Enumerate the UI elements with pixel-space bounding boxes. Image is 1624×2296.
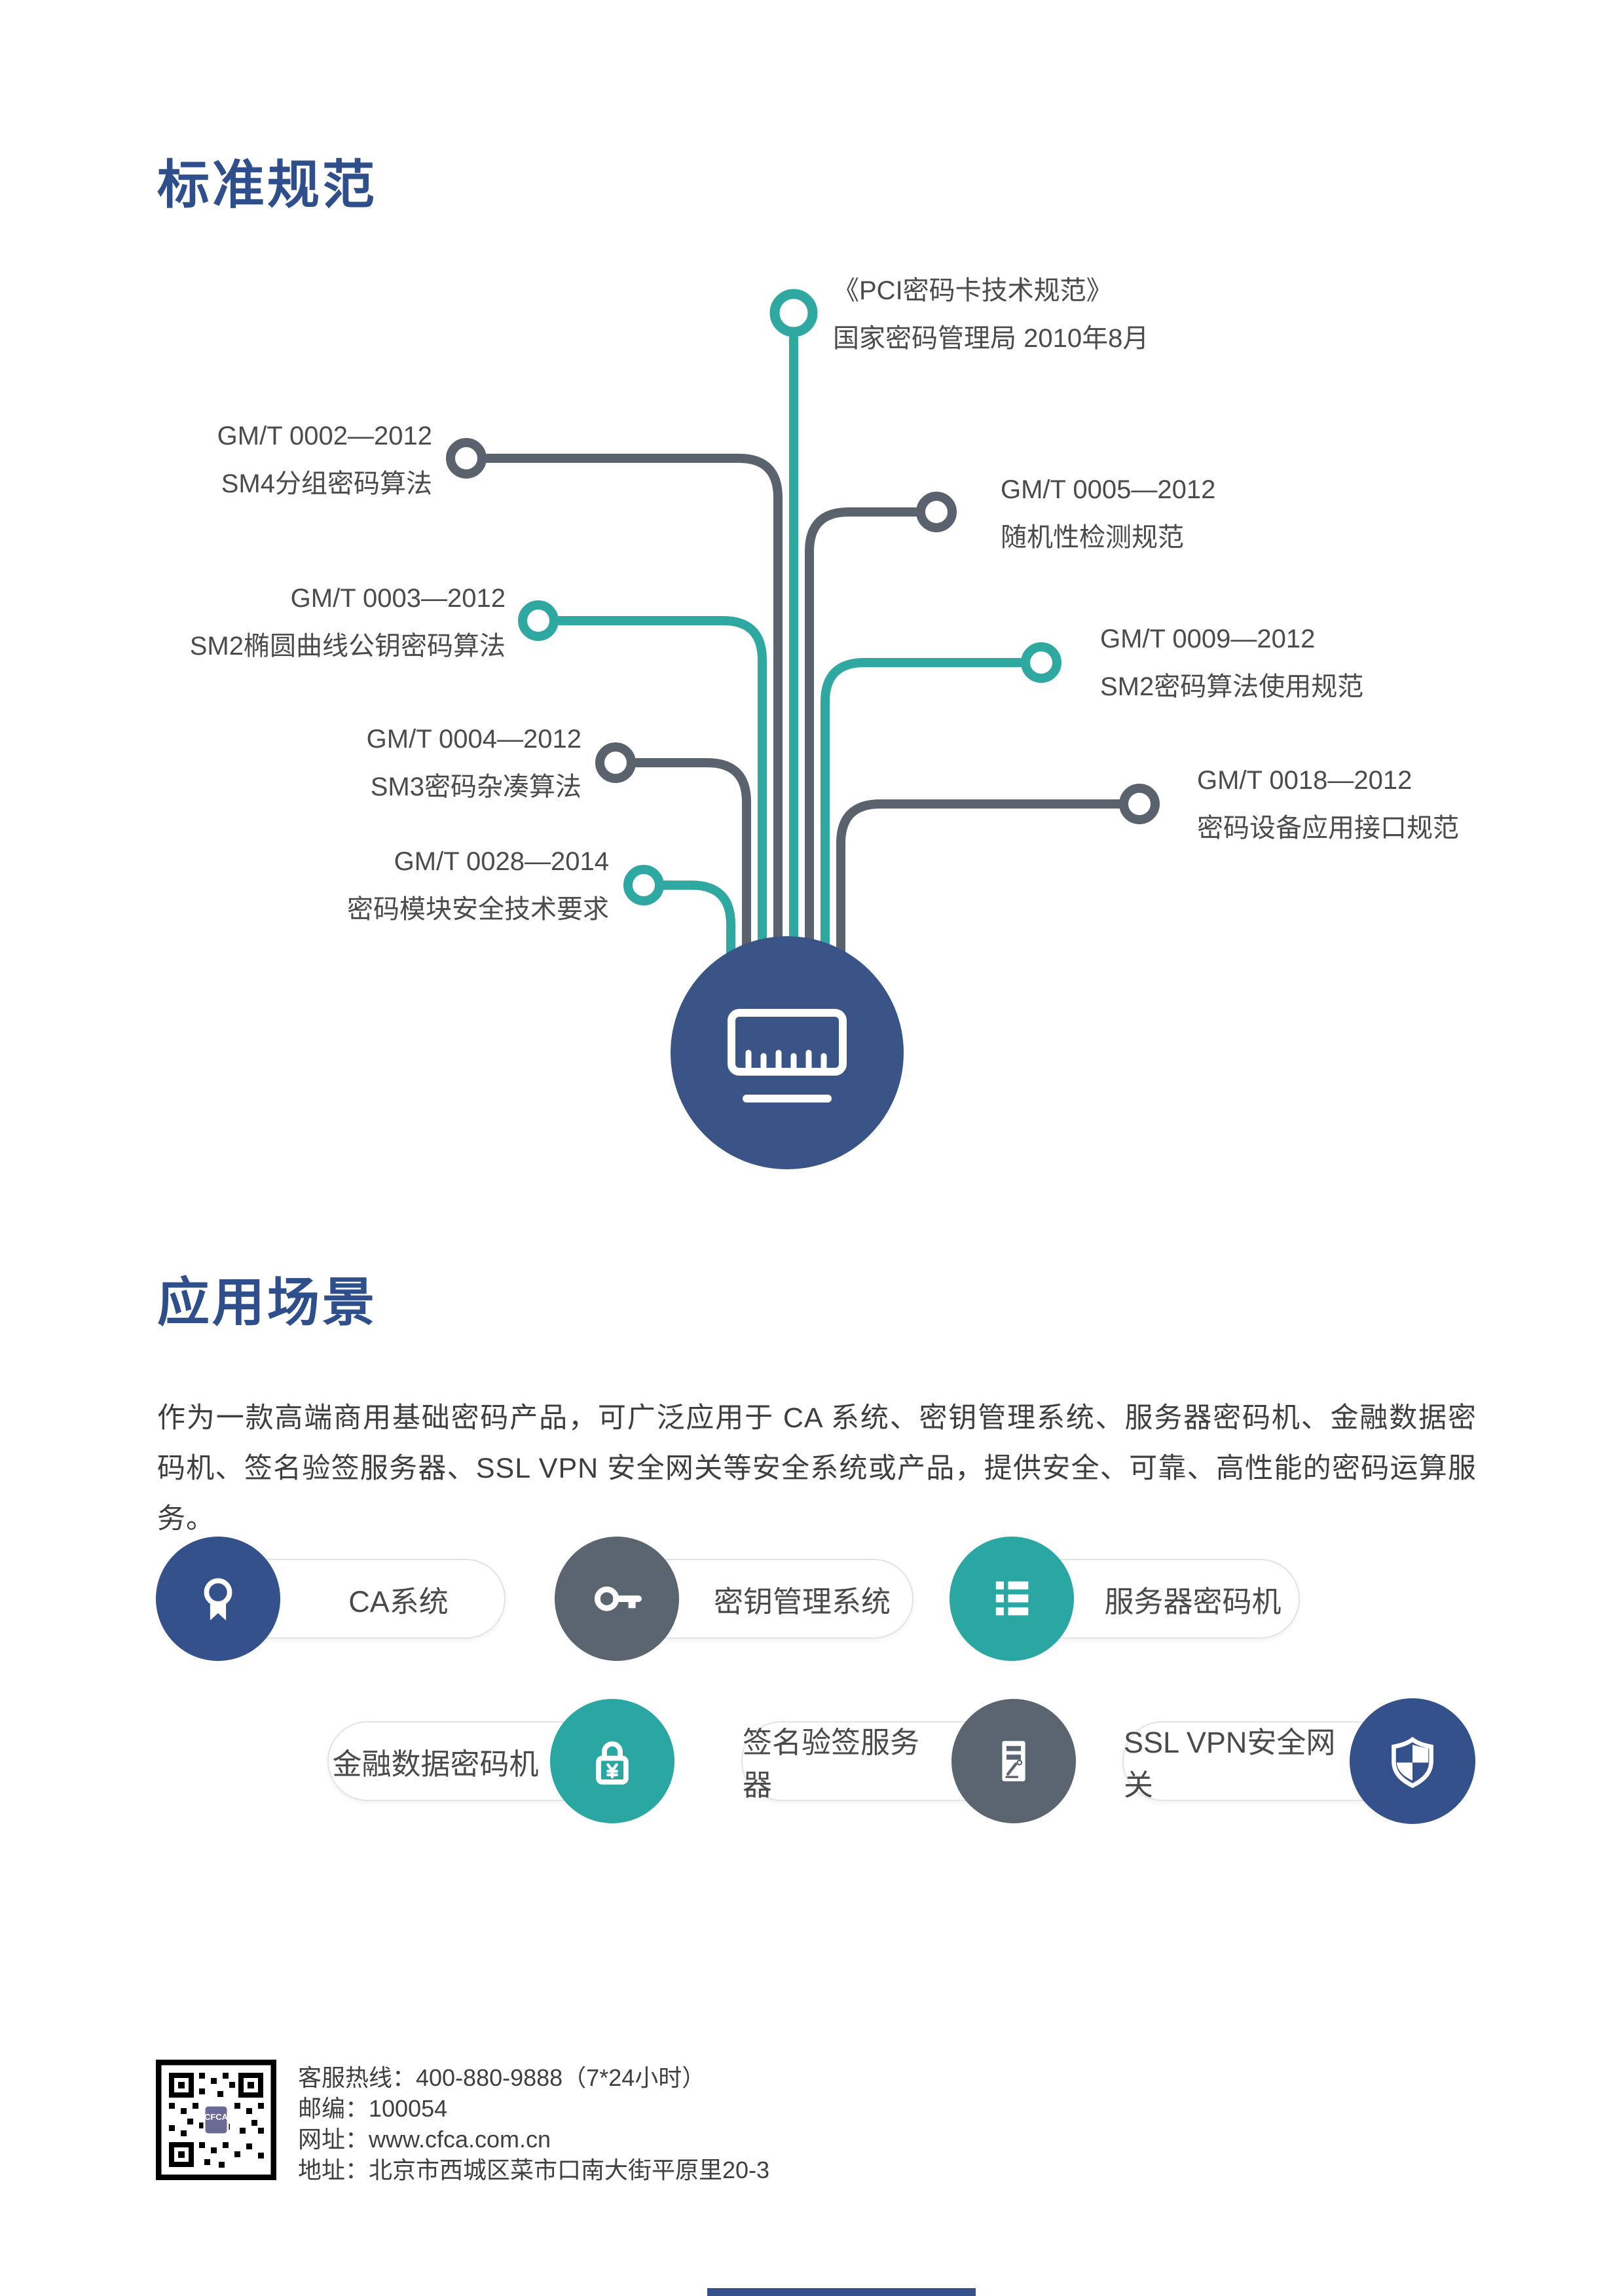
application-label: 服务器密码机	[1104, 1584, 1282, 1618]
standard-code: GM/T 0028—2014	[394, 847, 609, 876]
application-label: SSL VPN安全网关	[1124, 1726, 1336, 1802]
standard-label-gmt0018: GM/T 0018—2012 密码设备应用接口规范	[1197, 757, 1590, 852]
footer-website: 网址：www.cfca.com.cn	[298, 2126, 551, 2153]
footer-postcode: 邮编：100054	[298, 2095, 448, 2122]
application-label: 签名验签服务器	[743, 1726, 920, 1802]
standard-label-gmt0002: GM/T 0002—2012 SM4分组密码算法	[131, 412, 432, 508]
applications-section-title: 应用场景	[157, 1273, 377, 1332]
standard-name: 随机性检测规范	[1001, 523, 1184, 552]
standard-label-pci: 《PCI密码卡技术规范》 国家密码管理局 2010年8月	[833, 267, 1265, 363]
node-ring-gmt0002	[446, 438, 487, 479]
qr-center-logo-text: CFCA	[204, 2112, 229, 2122]
certificate-icon	[204, 1578, 232, 1620]
standard-code: GM/T 0004—2012	[366, 725, 581, 754]
footer-hotline: 客服热线：400-880-9888（7*24小时）	[298, 2064, 706, 2091]
standard-code: GM/T 0005—2012	[1001, 475, 1216, 504]
standard-name: 密码设备应用接口规范	[1197, 814, 1459, 843]
standard-name: 国家密码管理局 2010年8月	[833, 324, 1149, 353]
applications-description: 作为一款高端商用基础密码产品，可广泛应用于 CA 系统、密钥管理系统、服务器密码…	[157, 1402, 1477, 1535]
standard-name: SM4分组密码算法	[221, 469, 432, 498]
standard-label-gmt0004: GM/T 0004—2012 SM3密码杂凑算法	[223, 716, 581, 811]
node-ring-pci	[769, 289, 818, 337]
standard-label-gmt0009: GM/T 0009—2012 SM2密码算法使用规范	[1100, 615, 1493, 711]
standard-label-gmt0003: GM/T 0003—2012 SM2椭圆曲线公钥密码算法	[105, 575, 506, 670]
server-icon	[995, 1581, 1029, 1616]
cfca-qr-code: CFCA	[156, 2060, 276, 2180]
node-ring-gmt0003	[518, 600, 559, 641]
standard-code: GM/T 0009—2012	[1100, 625, 1316, 653]
standard-name: 密码模块安全技术要求	[347, 895, 609, 924]
shield-icon	[1392, 1736, 1433, 1789]
pci-card-icon	[728, 1009, 847, 1102]
node-ring-gmt0028	[623, 865, 664, 905]
standard-name: SM3密码杂凑算法	[370, 773, 581, 801]
central-hub-circle	[671, 936, 904, 1169]
footer-address: 地址：北京市西城区菜市口南大街平原里20-3	[298, 2157, 770, 2183]
standard-code: GM/T 0002—2012	[217, 422, 432, 450]
application-badge-financial-hsm	[550, 1699, 674, 1823]
application-badge-ssl-vpn	[1350, 1698, 1475, 1824]
lock-yuan-icon	[596, 1741, 629, 1785]
standard-label-gmt0028: GM/T 0028—2014 密码模块安全技术要求	[255, 838, 609, 934]
application-badge-server-hsm	[950, 1537, 1074, 1661]
bottom-accent-bar	[707, 2288, 976, 2296]
standard-label-gmt0005: GM/T 0005—2012 随机性检测规范	[1001, 466, 1367, 562]
standard-code: GM/T 0018—2012	[1197, 766, 1412, 795]
standard-name: SM2密码算法使用规范	[1100, 672, 1364, 701]
application-label: CA系统	[348, 1584, 449, 1618]
node-ring-gmt0009	[1021, 642, 1061, 683]
standard-name: SM2椭圆曲线公钥密码算法	[189, 632, 506, 661]
standards-section-title: 标准规范	[157, 156, 377, 214]
standard-code: GM/T 0003—2012	[290, 584, 506, 613]
footer-contact-info: 客服热线：400-880-9888（7*24小时） 邮编：100054 网址：w…	[298, 2062, 769, 2185]
standard-code: 《PCI密码卡技术规范》	[833, 276, 1113, 305]
node-ring-gmt0004	[595, 742, 636, 783]
node-ring-gmt0018	[1119, 784, 1160, 824]
key-icon	[594, 1586, 642, 1611]
application-badge-ca	[156, 1537, 280, 1661]
node-ring-gmt0005	[916, 492, 957, 532]
application-badge-signature-server	[951, 1699, 1076, 1823]
application-label: 密钥管理系统	[713, 1584, 891, 1618]
application-label: 金融数据密码机	[332, 1747, 539, 1781]
application-badge-kms	[555, 1537, 679, 1661]
signature-icon	[1002, 1741, 1025, 1781]
